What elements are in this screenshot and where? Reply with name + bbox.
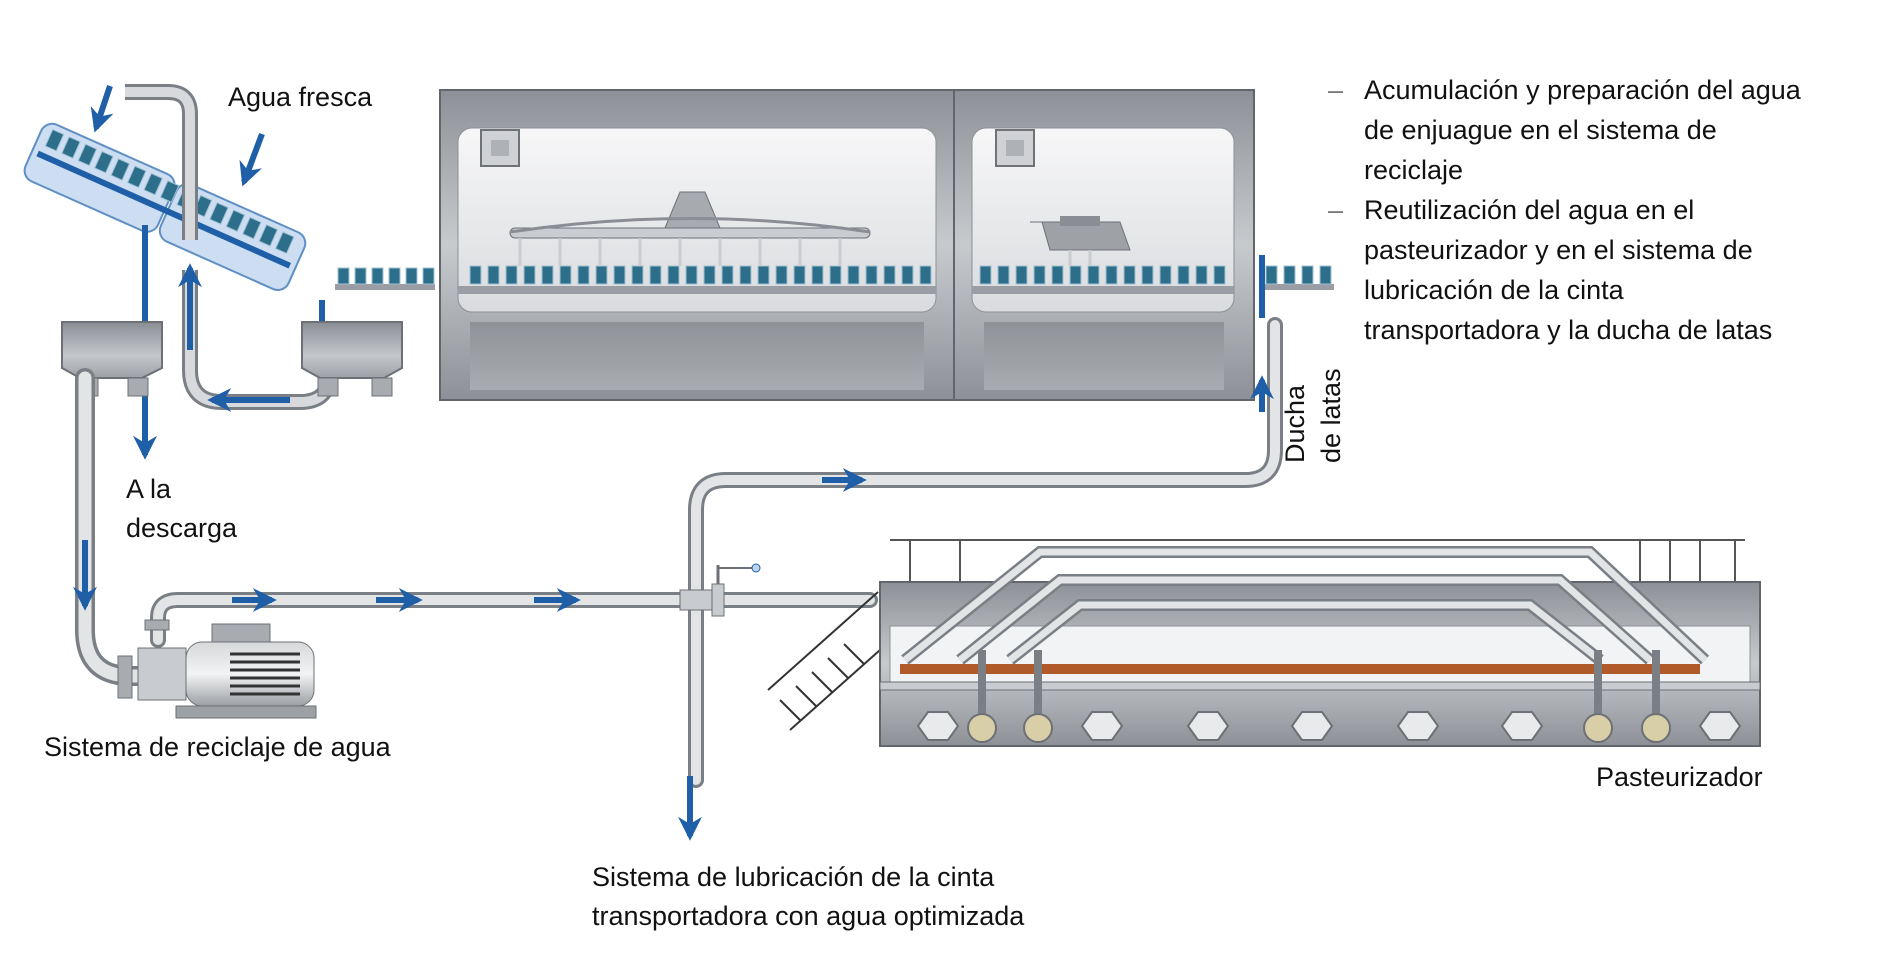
- dash-bullet: –: [1328, 75, 1344, 105]
- pipe-network: [75, 317, 1283, 788]
- conveyor-exit: [1262, 265, 1334, 290]
- note-item: – Acumulación y preparación del agua de …: [1320, 70, 1880, 190]
- recycling-system-label: Sistema de reciclaje de agua: [44, 732, 391, 762]
- notes-list: – Acumulación y preparación del agua de …: [1320, 70, 1880, 350]
- rinser-cans: [44, 128, 295, 255]
- filler-cans: [469, 265, 1226, 285]
- collection-tank-right: [301, 321, 403, 397]
- flow-arrow-icon: [239, 132, 265, 187]
- note-item: – Reutilización del agua en el pasteuriz…: [1320, 190, 1880, 350]
- filler-seamer: [439, 89, 1255, 401]
- valve-icon: [679, 563, 761, 617]
- conveyor-entry: [335, 267, 435, 290]
- discharge-label: A la descarga: [126, 474, 238, 543]
- pasteurizer-label: Pasteurizador: [1596, 762, 1763, 792]
- pasteurizer: [767, 539, 1761, 747]
- pump-icon: [117, 619, 317, 719]
- flow-arrow-icon: [90, 85, 114, 133]
- fresh-water-label: Agua fresca: [228, 82, 373, 112]
- can-rinser: [23, 122, 307, 291]
- dash-bullet: –: [1328, 195, 1344, 225]
- main-flow: [73, 255, 1274, 841]
- lubrication-system-label: Sistema de lubricación de la cinta trans…: [592, 862, 1025, 931]
- can-shower-label: Ducha de latas: [1280, 368, 1346, 463]
- window-icon: [480, 129, 520, 167]
